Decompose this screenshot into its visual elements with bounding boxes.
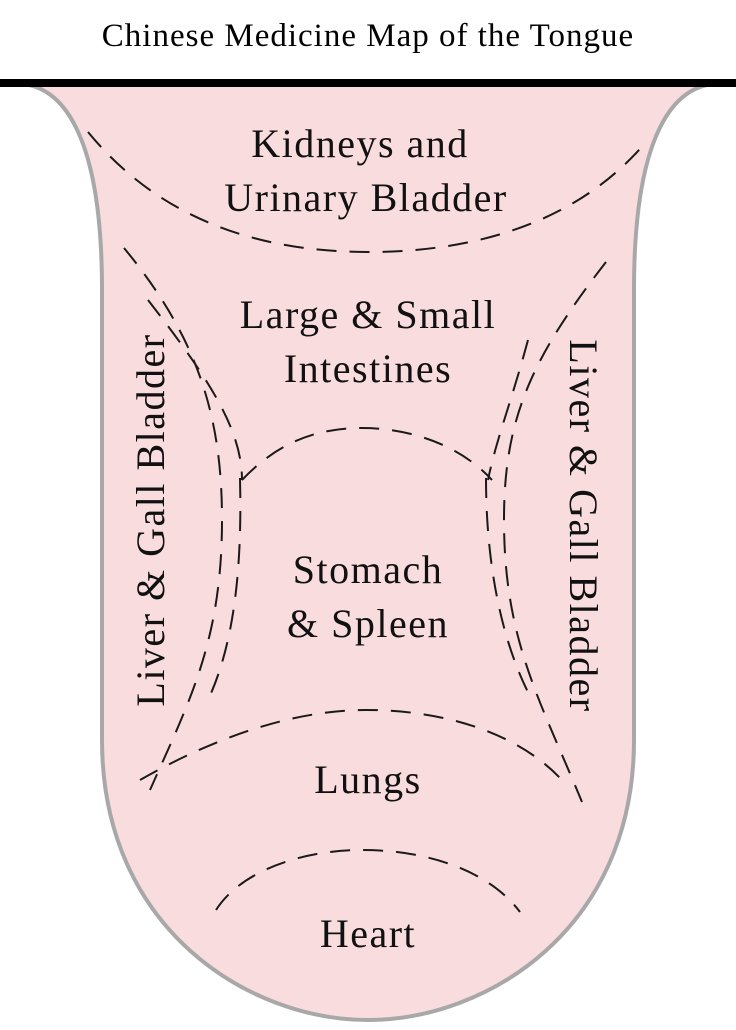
region-dividers bbox=[87, 131, 647, 913]
divider-heart-top bbox=[215, 848, 521, 913]
divider-stomach-top bbox=[241, 426, 493, 481]
label-intestines: Large & Small Intestines bbox=[240, 292, 497, 391]
divider-kidneys bbox=[87, 131, 647, 254]
label-kidneys-line1: Kidneys and bbox=[251, 121, 469, 166]
divider-right-outer bbox=[502, 261, 607, 803]
label-heart: Heart bbox=[320, 911, 416, 956]
label-stomach: Stomach & Spleen bbox=[287, 547, 449, 646]
divider-stomach-left bbox=[207, 477, 242, 701]
label-kidneys: Kidneys and Urinary Bladder bbox=[224, 121, 508, 220]
page-title: Chinese Medicine Map of the Tongue bbox=[101, 18, 635, 54]
label-stomach-line2: & Spleen bbox=[287, 601, 449, 646]
divider-left-inner bbox=[147, 299, 243, 481]
divider-lungs-top bbox=[139, 708, 561, 781]
divider-right-inner bbox=[487, 339, 529, 481]
label-stomach-line1: Stomach bbox=[293, 547, 443, 592]
label-liver-right: Liver & Gall Bladder bbox=[561, 339, 606, 712]
label-intestines-line2: Intestines bbox=[284, 346, 452, 391]
label-kidneys-line2: Urinary Bladder bbox=[224, 175, 508, 220]
label-lungs: Lungs bbox=[314, 757, 422, 802]
label-liver-left: Liver & Gall Bladder bbox=[128, 333, 173, 706]
tongue-shape bbox=[17, 82, 719, 1023]
divider-stomach-right bbox=[485, 477, 533, 701]
header-bar bbox=[0, 79, 736, 87]
label-intestines-line1: Large & Small bbox=[240, 292, 497, 337]
